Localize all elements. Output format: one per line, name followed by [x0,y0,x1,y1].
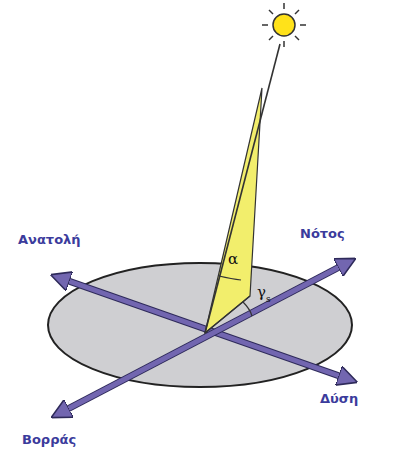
direction-label: Νότος [300,226,345,241]
angle-subscript: s [266,294,271,304]
azimuth-arc [243,302,252,316]
sun-ray [205,44,280,333]
angle-wedge [205,88,262,333]
direction-label: Δύση [320,391,358,406]
angle-symbol: γ [257,283,266,301]
sun-projection [205,296,250,333]
north-south-axis [60,263,347,413]
sun-symbol [262,3,306,47]
angle-symbol: α [228,250,238,268]
axis-outline [60,278,348,379]
altitude-arc [219,276,241,280]
direction-label: Ανατολή [18,232,81,247]
axis-outline [60,263,347,413]
east-west-axis [60,278,348,379]
direction-label: Βορράς [22,432,76,447]
